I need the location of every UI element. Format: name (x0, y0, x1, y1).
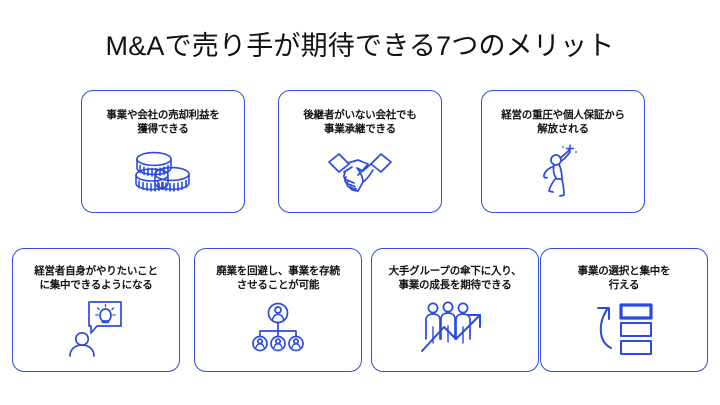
benefit-card-1-label: 事業や会社の売却利益を 獲得できる (106, 109, 220, 136)
org-chart-icon (248, 299, 308, 357)
benefit-card-3[interactable]: 経営の重圧や個人保証から 解放される (481, 90, 645, 213)
benefit-card-7[interactable]: 事業の選択と集中を 行える (540, 248, 708, 372)
benefit-card-1[interactable]: 事業や会社の売却利益を 獲得できる (81, 90, 245, 213)
benefit-card-2-label: 後継者がいない会社でも 事業承継できる (303, 109, 417, 136)
person-lightbulb-idea-icon (67, 299, 125, 357)
benefit-card-5-label: 廃業を回避し、事業を存続 させることが可能 (216, 265, 340, 292)
stacked-coins-icon (130, 144, 196, 200)
handshake-icon (325, 144, 395, 200)
benefit-card-6[interactable]: 大手グループの傘下に入り、 事業の成長を期待できる (371, 248, 539, 372)
benefit-card-3-label: 経営の重圧や個人保証から 解放される (501, 109, 625, 136)
benefit-card-7-label: 事業の選択と集中を 行える (577, 265, 671, 292)
page-title: M&Aで売り手が期待できる7つのメリット (105, 31, 615, 61)
benefit-card-4-label: 経営者自身がやりたいこと に集中できるようになる (34, 265, 158, 292)
benefit-card-6-label: 大手グループの傘下に入り、 事業の成長を期待できる (388, 265, 522, 292)
select-and-focus-list-icon (593, 299, 655, 357)
benefit-card-5[interactable]: 廃業を回避し、事業を存続 させることが可能 (194, 248, 362, 372)
benefit-card-2[interactable]: 後継者がいない会社でも 事業承継できる (278, 90, 442, 213)
jumping-person-icon (536, 144, 590, 200)
people-growth-arrow-icon (418, 299, 492, 357)
benefit-card-4[interactable]: 経営者自身がやりたいこと に集中できるようになる (12, 248, 180, 372)
